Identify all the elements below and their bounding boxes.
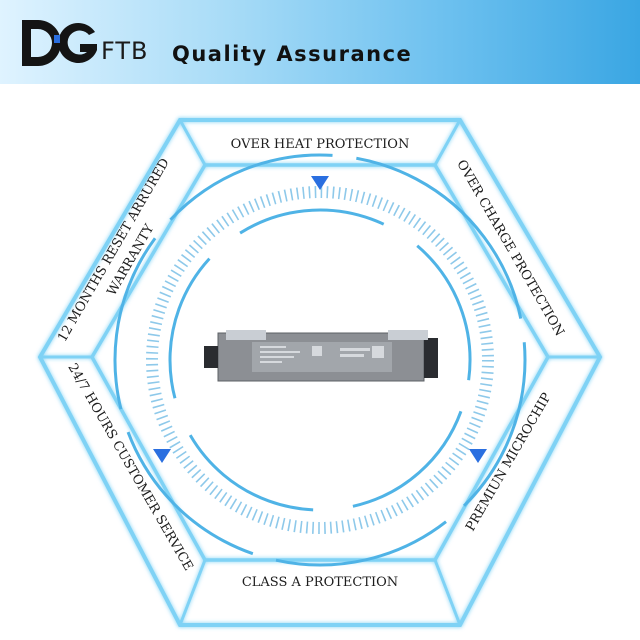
battery-image: [204, 330, 438, 382]
brand-logo: DG: [22, 20, 97, 66]
dial-rings: [113, 153, 527, 567]
hexagon-spokes: [40, 119, 600, 626]
page-title: Quality Assurance: [172, 42, 413, 66]
feature-customer-service: 24/7 HOURS CUSTOMER SERVICE: [64, 361, 195, 573]
arrow-down-icon: [153, 449, 171, 463]
feature-class-a: CLASS A PROTECTION: [242, 575, 398, 590]
feature-over-heat: OVER HEAT PROTECTION: [231, 137, 410, 152]
arrow-down-icon: [469, 449, 487, 463]
feature-microchip: PREMIUN MICROCHIP: [463, 390, 555, 534]
features-diagram: OVER HEAT PROTECTION OVER CHARGE PROTECT…: [37, 118, 603, 627]
header-banner: DG FTB Quality Assurance: [0, 0, 640, 84]
arrow-down-icon: [311, 176, 329, 190]
brand-suffix: FTB: [101, 37, 149, 65]
feature-over-charge: OVER CHARGE PROTECTION: [453, 158, 566, 339]
